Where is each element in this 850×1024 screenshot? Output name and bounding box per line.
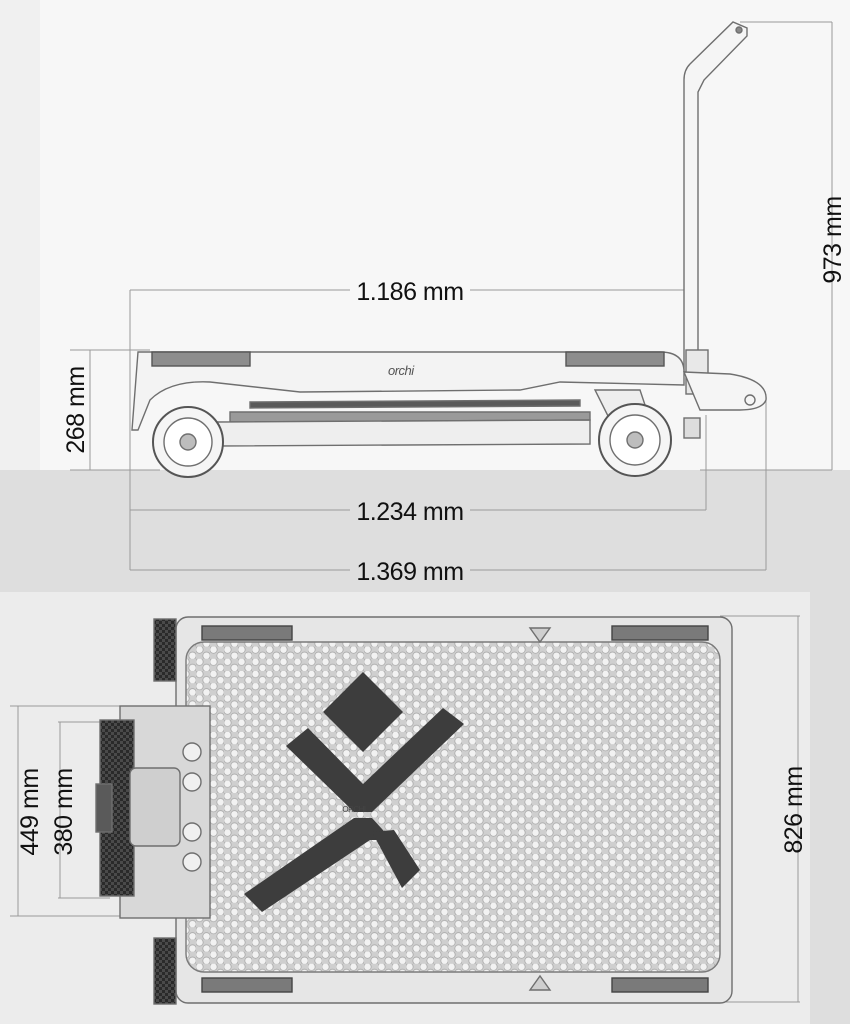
handle-height-label: 973 mm: [819, 196, 847, 283]
handle-knob-3: [182, 822, 202, 842]
rear-wheel-top-1: [153, 618, 177, 682]
deck-strip-right: [565, 351, 665, 367]
logo-head: [323, 672, 403, 752]
deck-body: [131, 351, 685, 431]
chassis-stripes: [249, 399, 581, 409]
handle-outer-width-label: 449 mm: [16, 768, 44, 855]
top-view: [10, 615, 800, 1005]
top-strip-rear-right: [201, 977, 293, 993]
top-strip-front-left: [611, 625, 709, 641]
deck-brand-label: ORCHI: [342, 805, 366, 814]
handle-frame: [683, 21, 748, 373]
handle-center-block: [129, 767, 181, 847]
logo-arms: [286, 708, 464, 812]
handle-knob-4: [182, 852, 202, 872]
logo-legs-right: [372, 830, 420, 888]
deck-mat: [185, 641, 721, 973]
total-width-label: 826 mm: [780, 766, 808, 853]
bumper-bolt: [744, 394, 756, 406]
side-brand-label: orchi: [388, 363, 415, 378]
deck-strip-left: [151, 351, 251, 367]
handle-knob-1: [182, 742, 202, 762]
handle-pivot: [735, 26, 743, 34]
handle-knob-2: [182, 772, 202, 792]
dimension-lines-top: [10, 615, 800, 1003]
top-strip-front-right: [611, 977, 709, 993]
handle-inner-width-label: 380 mm: [50, 768, 78, 855]
wheel-lock: [683, 417, 701, 439]
side-view: [70, 21, 833, 571]
dimension-lines-side: [70, 21, 833, 571]
logo-legs-left: [244, 818, 392, 912]
deck-logo: [244, 672, 464, 912]
deck-height-label: 268 mm: [62, 366, 90, 453]
total-length-label: 1.369 mm: [356, 558, 463, 586]
rear-wheel-top-2: [153, 937, 177, 1005]
handle-button: [95, 783, 113, 833]
front-wheel: [598, 403, 672, 477]
rear-wheel: [152, 406, 224, 478]
corner-accent-top: [528, 627, 552, 644]
chassis-tray: [214, 419, 591, 447]
top-strip-rear-left: [201, 625, 293, 641]
corner-accent-bottom: [528, 974, 552, 991]
overall-length-label: 1.186 mm: [356, 278, 463, 306]
wheelbase-length-label: 1.234 mm: [356, 498, 463, 526]
